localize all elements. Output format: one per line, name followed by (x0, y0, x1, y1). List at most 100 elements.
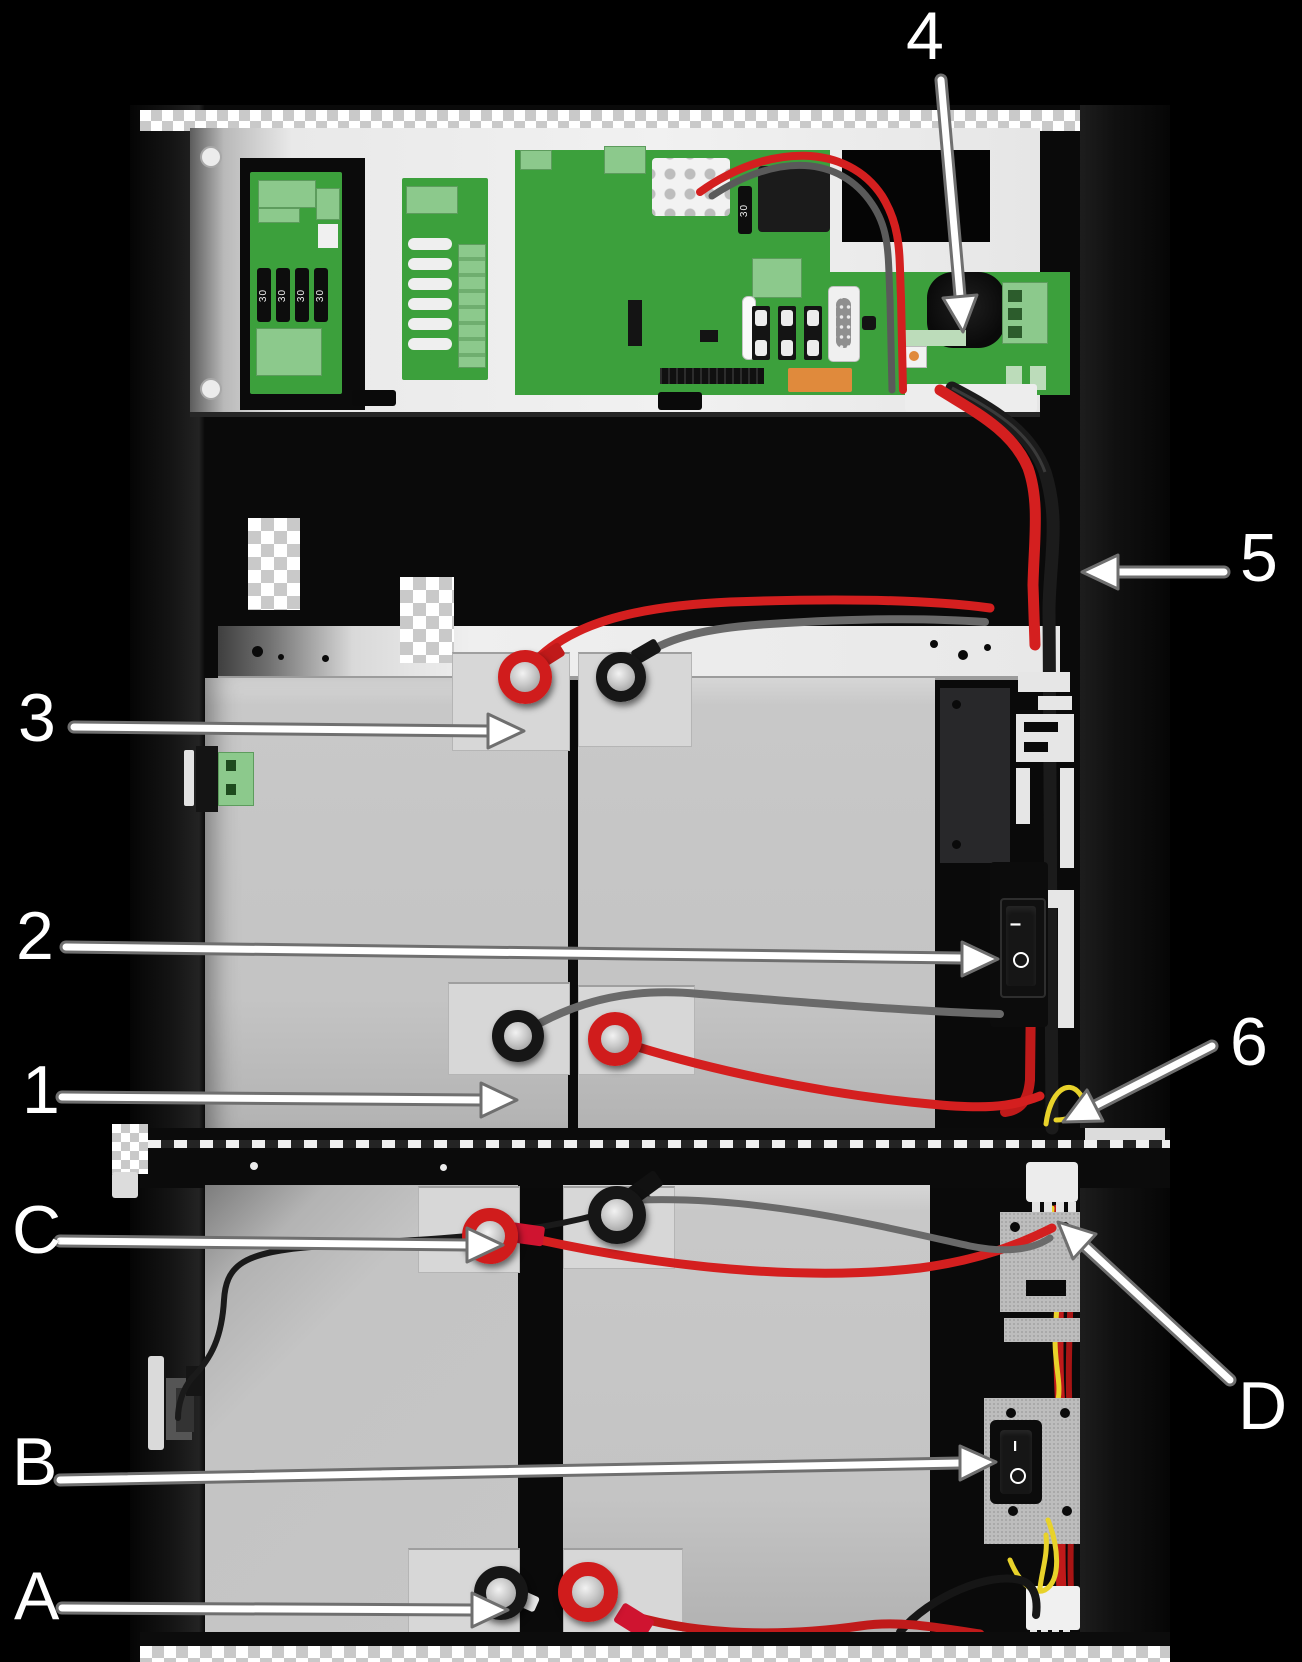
loop-board-fuse (408, 338, 452, 350)
upper-link-positive-terminal (588, 1012, 642, 1066)
pcb-pad (900, 330, 966, 346)
divider-left-bracket (112, 1172, 138, 1198)
loop-board-fuse (408, 318, 452, 330)
right-terminal-slot (1008, 326, 1022, 338)
lower-negative-terminal (588, 1186, 646, 1244)
main-pcb-top-terminal (604, 146, 646, 174)
main-pcb-fuse-30-label: 30 (739, 203, 751, 217)
callout-label-6: 6 (1230, 1004, 1268, 1080)
upper-power-switch[interactable] (1006, 906, 1036, 986)
upper-bracket-slot (1024, 742, 1048, 752)
switch-plate-slot (1002, 1548, 1044, 1562)
fuse-30-3: 30 (295, 268, 309, 322)
fuse-30-4-label: 30 (315, 288, 327, 302)
bottom-transparency-strip (140, 1646, 1170, 1662)
upper-bracket (1038, 696, 1072, 710)
divider-left-checker (112, 1124, 148, 1174)
transparency-hole (400, 577, 454, 663)
plate-screw (952, 700, 961, 709)
callout-label-B: B (12, 1424, 58, 1500)
fuse-board-label-pad (318, 224, 338, 248)
callout-label-4: 4 (906, 0, 944, 74)
fuse-30-2: 30 (276, 268, 290, 322)
callout-label-2: 2 (16, 898, 54, 974)
sense-connector-plug (218, 752, 254, 806)
upper-right-dark-plate (940, 688, 1010, 863)
switch-plate-screw (1062, 1506, 1072, 1516)
upper-bracket-slot (1024, 722, 1058, 732)
switch-plate-screw (1008, 1506, 1018, 1516)
fuse-board-terminal-top2 (258, 208, 300, 223)
callout-label-C: C (12, 1192, 62, 1268)
fuse-cap (781, 310, 793, 326)
mid-terminal-block (752, 258, 802, 298)
main-pcb-fuse-30: 30 (738, 186, 752, 234)
fuse-30-3-label: 30 (296, 288, 308, 302)
lower-left-plug-cap (186, 1366, 202, 1396)
fuse-30-2-label: 30 (277, 288, 289, 302)
chassis-screw (200, 378, 222, 400)
bottom-molex-connector (1026, 1586, 1080, 1630)
loop-board-fuse (408, 238, 452, 250)
loop-board-fuse (408, 258, 452, 270)
upper-negative-terminal (596, 652, 646, 702)
molex-connector (652, 158, 730, 216)
rail-hole (984, 644, 991, 651)
chassis-black-tab (352, 390, 396, 406)
right-terminal-slot (1008, 290, 1022, 302)
db9-face (836, 298, 851, 348)
loop-board-fuse (408, 278, 452, 290)
fuse-30-1-label: 30 (258, 288, 270, 302)
fuse-30-1: 30 (257, 268, 271, 322)
bracket-slot (1026, 1280, 1066, 1296)
switch-plate-screw (1060, 1408, 1070, 1418)
chassis-screw (200, 146, 222, 168)
bottom-cable-clamp (905, 384, 1037, 412)
lower-left-bracket (148, 1356, 164, 1450)
fuse-cap (781, 340, 793, 356)
bracket-screw (1010, 1222, 1020, 1232)
divider-dashed-line (122, 1140, 1170, 1148)
callout-label-3: 3 (18, 680, 56, 756)
d-connector-housing (1026, 1162, 1078, 1202)
divider-right-bracket (1085, 1128, 1165, 1140)
trimmer (862, 316, 876, 330)
right-terminal-slot (1008, 308, 1022, 320)
loop-board-fuse (408, 298, 452, 310)
callout-label-5: 5 (1240, 520, 1278, 596)
top-transparency-strip (140, 110, 1080, 131)
ic-chip (628, 300, 642, 346)
fuse-board-terminal-top (258, 180, 316, 208)
chassis-black-tab (658, 392, 702, 410)
callout-label-D: D (1238, 1368, 1288, 1444)
transparency-hole (248, 518, 300, 610)
rail-hole (278, 654, 284, 660)
fuse-30-4: 30 (314, 268, 328, 322)
transformer-block (758, 166, 830, 232)
chassis-window-black (842, 150, 990, 242)
rail-hole (252, 646, 263, 657)
rail-hole (958, 650, 968, 660)
d-connector-tooth (1056, 1202, 1064, 1217)
sense-connector-clip (184, 750, 194, 806)
reset-button-cap (909, 351, 919, 361)
main-pcb-top-terminal2 (520, 150, 552, 170)
loop-board-terminal-top (406, 186, 458, 214)
lower-silver-bracket2 (1004, 1318, 1080, 1342)
cabinet-right-wall (1080, 105, 1170, 1662)
bracket-screw (1060, 1222, 1070, 1232)
loop-board-connector-right (458, 244, 486, 368)
bottom-positive-terminal (558, 1562, 618, 1622)
fuse-board-terminal-bottom (256, 328, 322, 376)
upper-switch-on-mark: I (1006, 922, 1024, 927)
callout-label-A: A (14, 1558, 60, 1634)
upper-bracket (1016, 768, 1030, 824)
fuse-board-connector-small (316, 188, 340, 220)
upper-positive-terminal (498, 650, 552, 704)
rail-hole (322, 655, 329, 662)
rail-hole (930, 640, 938, 648)
callout-label-1: 1 (22, 1052, 60, 1128)
d-connector-tooth (1068, 1202, 1076, 1217)
plate-screw (952, 840, 961, 849)
cabinet-floor (140, 1632, 1170, 1648)
